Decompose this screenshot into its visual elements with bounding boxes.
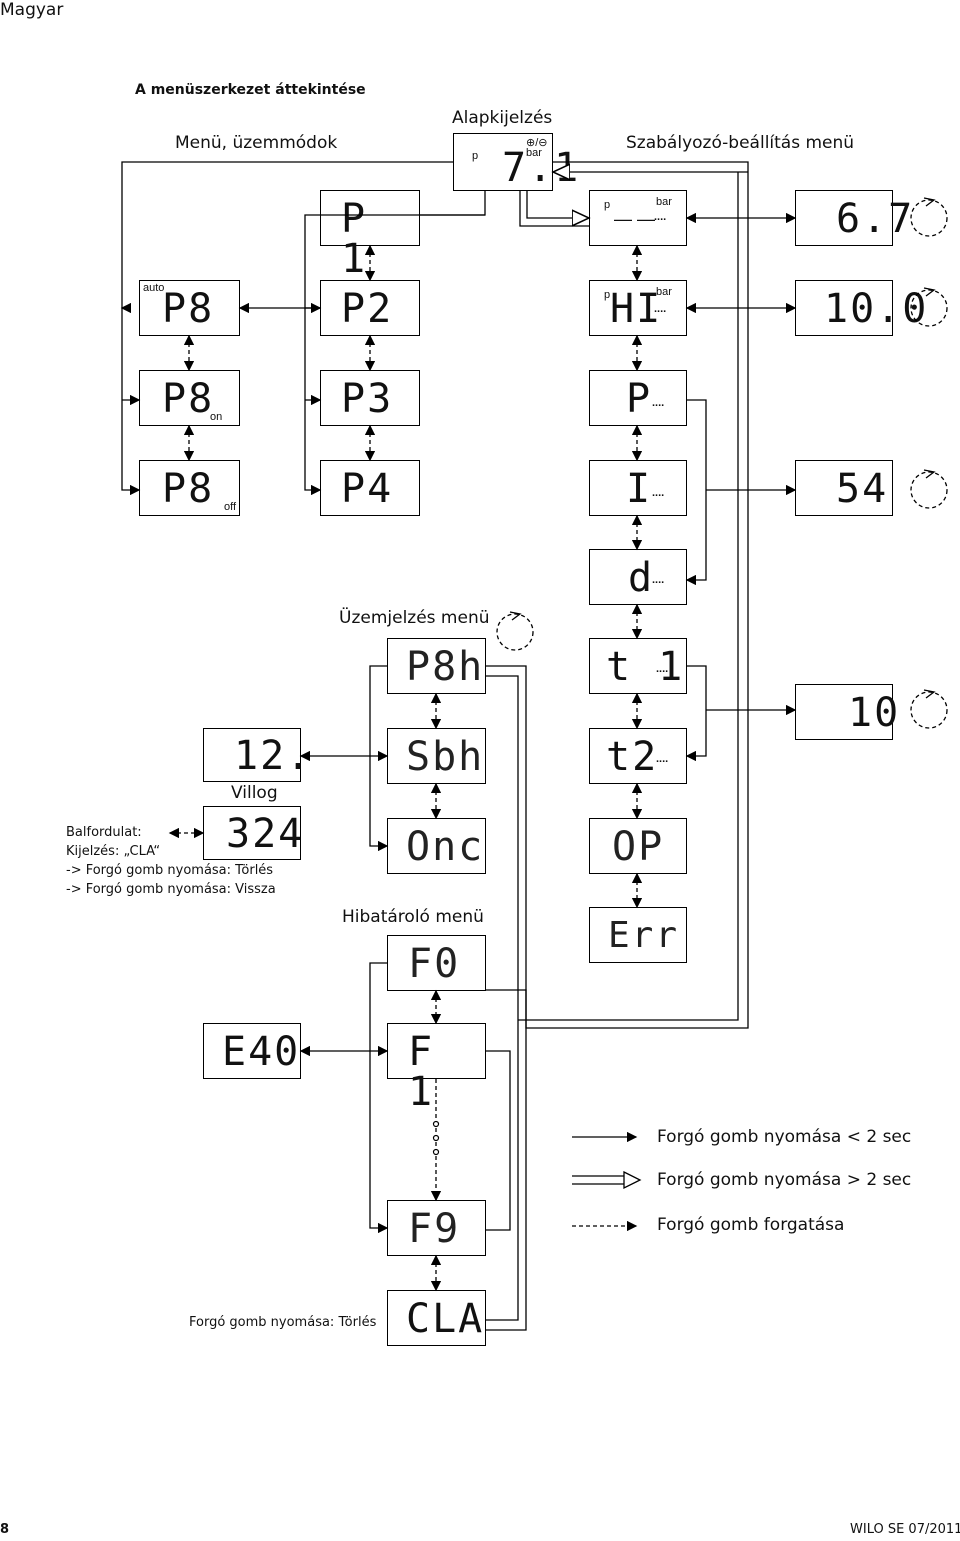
op-onc-box: Onc xyxy=(387,818,486,874)
mode-auto-code: P8 xyxy=(162,286,215,332)
ctrl-t1-dots: .... xyxy=(656,663,669,675)
ctrl-gain-p-dots: .... xyxy=(652,397,665,409)
err-f9-code: F9 xyxy=(408,1206,461,1252)
mode-auto-box: auto P8 xyxy=(139,280,240,336)
note-line-4: -> Forgó gomb nyomása: Vissza xyxy=(66,882,276,897)
menu-p2-code: P2 xyxy=(341,286,394,332)
blink-display: 12. xyxy=(203,728,310,782)
ctrl-hi-unit: bar xyxy=(656,286,672,298)
mode-on-code: P8 xyxy=(162,376,215,422)
base-display-box: p ⊕/⊖ bar 7.1 xyxy=(453,133,578,191)
ctrl-t1-code: t 1 xyxy=(606,644,685,690)
ctrl-p-prefix: p xyxy=(604,199,611,211)
error-display: E40 xyxy=(203,1023,301,1079)
err-f9-box: F9 xyxy=(387,1200,486,1256)
mode-auto-label: auto xyxy=(143,282,165,294)
reverse-display: 324 xyxy=(203,806,305,860)
legend-rotate: Forgó gomb forgatása xyxy=(657,1215,845,1235)
ctrl-t1-box: t 1 .... xyxy=(589,638,687,694)
err-f1-box: F 1 xyxy=(387,1023,486,1112)
ctrl-err-box: Err xyxy=(589,907,687,963)
ctrl-op-box: OP xyxy=(589,818,687,874)
cla-note: Forgó gomb nyomása: Törlés xyxy=(189,1315,377,1330)
op-sbh-box: Sbh xyxy=(387,728,486,784)
ctrl-hi-code: HI xyxy=(610,286,663,332)
value-2: 10.0 xyxy=(824,286,929,332)
mode-off-code: P8 xyxy=(162,466,215,512)
page-heading: A menüszerkezet áttekintése xyxy=(135,82,366,98)
ctrl-hi-dots: .... xyxy=(654,303,667,315)
menu-p3-box: P3 xyxy=(320,370,420,426)
legend-long-press: Forgó gomb nyomása > 2 sec xyxy=(657,1170,912,1190)
base-display-title: Alapkijelzés xyxy=(452,108,553,128)
mode-on-label: on xyxy=(210,411,223,423)
menu-p4-code: P4 xyxy=(341,466,394,512)
unit-bar-label: bar xyxy=(526,147,542,159)
op-onc-code: Onc xyxy=(406,824,485,870)
error-menu-title: Hibatároló menü xyxy=(342,907,484,927)
mode-off-box: off P8 xyxy=(139,460,240,516)
note-line-2: Kijelzés: „CLA“ xyxy=(66,844,161,859)
ctrl-hi-prefix: p xyxy=(604,289,611,301)
blink-label: Villog xyxy=(231,783,278,803)
mode-off-label: off xyxy=(224,501,237,513)
language-label: Magyar xyxy=(0,0,64,20)
value-display-3: 54 xyxy=(795,460,893,516)
menu-p3-code: P3 xyxy=(341,376,394,422)
ctrl-p-code: — — xyxy=(614,209,656,229)
error-value: E40 xyxy=(222,1029,301,1075)
op-p8h-code: P8h xyxy=(406,644,485,690)
ctrl-op-code: OP xyxy=(612,824,665,870)
mode-on-box: on P8 xyxy=(139,370,240,426)
note-line-3: -> Forgó gomb nyomása: Törlés xyxy=(66,863,274,878)
ctrl-gain-p-code: P xyxy=(626,376,653,422)
menu-p1-code: P 1 xyxy=(341,196,368,282)
note-line-1: Balfordulat: xyxy=(66,825,142,840)
reverse-value: 324 xyxy=(226,811,305,857)
ctrl-p-box: p bar .... — — xyxy=(589,190,687,246)
err-f0-box: F0 xyxy=(387,935,486,991)
ctrl-i-dots: .... xyxy=(652,487,665,499)
ctrl-d-code: d xyxy=(628,555,655,601)
ctrl-d-dots: .... xyxy=(652,574,665,586)
page-number: 8 xyxy=(0,1522,10,1537)
ctrl-t2-dots: .... xyxy=(656,753,669,765)
legend-short-press: Forgó gomb nyomása < 2 sec xyxy=(657,1127,912,1147)
publisher-label: WILO SE 07/2011 xyxy=(850,1522,960,1537)
direction-icon: ⊕/⊖ xyxy=(526,137,548,149)
op-sbh-code: Sbh xyxy=(406,734,485,780)
blink-value: 12. xyxy=(234,733,313,779)
menu-p2-box: P2 xyxy=(320,280,420,336)
err-f0-code: F0 xyxy=(408,941,461,987)
op-p8h-box: P8h xyxy=(387,638,486,694)
err-cla-code: CLA xyxy=(406,1296,485,1342)
ctrl-p-unit: bar xyxy=(656,196,672,208)
ctrl-i-box: I .... xyxy=(589,460,687,516)
value-display-4: 10 xyxy=(795,684,898,740)
operating-menu-title: Üzemjelzés menü xyxy=(339,608,490,628)
value-display-2: 10.0 xyxy=(795,280,926,336)
ctrl-err-code: Err xyxy=(608,915,680,956)
value-4: 10 xyxy=(848,690,901,736)
menu-p1-box: P 1 xyxy=(320,190,420,279)
controller-menu-title: Szabályozó-beállítás menü xyxy=(626,133,855,153)
value-1: 6.7 xyxy=(836,196,915,242)
value-3: 54 xyxy=(836,466,889,512)
value-display-1: 6.7 xyxy=(795,190,912,246)
ctrl-gain-p-box: P .... xyxy=(589,370,687,426)
menu-p4-box: P4 xyxy=(320,460,420,516)
err-f1-code: F 1 xyxy=(408,1029,435,1115)
ctrl-t2-code: t2 xyxy=(606,734,659,780)
ctrl-d-box: d .... xyxy=(589,549,687,605)
menu-modes-title: Menü, üzemmódok xyxy=(175,133,338,153)
ctrl-p-dots: .... xyxy=(654,211,667,223)
ctrl-i-code: I xyxy=(626,466,653,512)
err-cla-box: CLA xyxy=(387,1290,486,1346)
unit-p-label: p xyxy=(472,150,479,162)
